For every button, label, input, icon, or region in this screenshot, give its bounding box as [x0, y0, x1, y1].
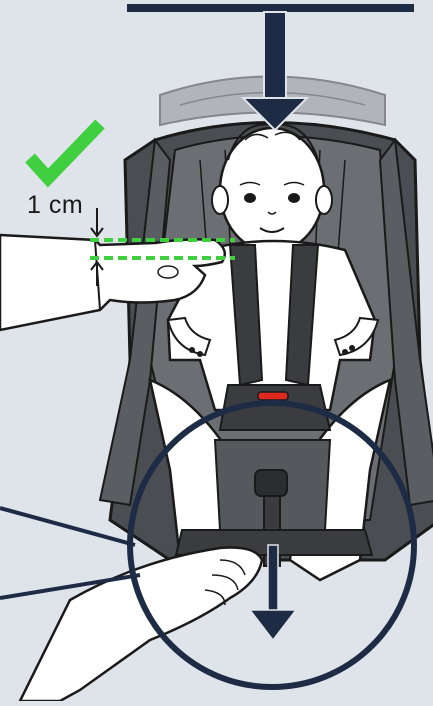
checkmark-icon: [30, 124, 100, 178]
measurement-label: 1 cm: [27, 191, 83, 220]
buckle-release-button: [258, 392, 288, 400]
